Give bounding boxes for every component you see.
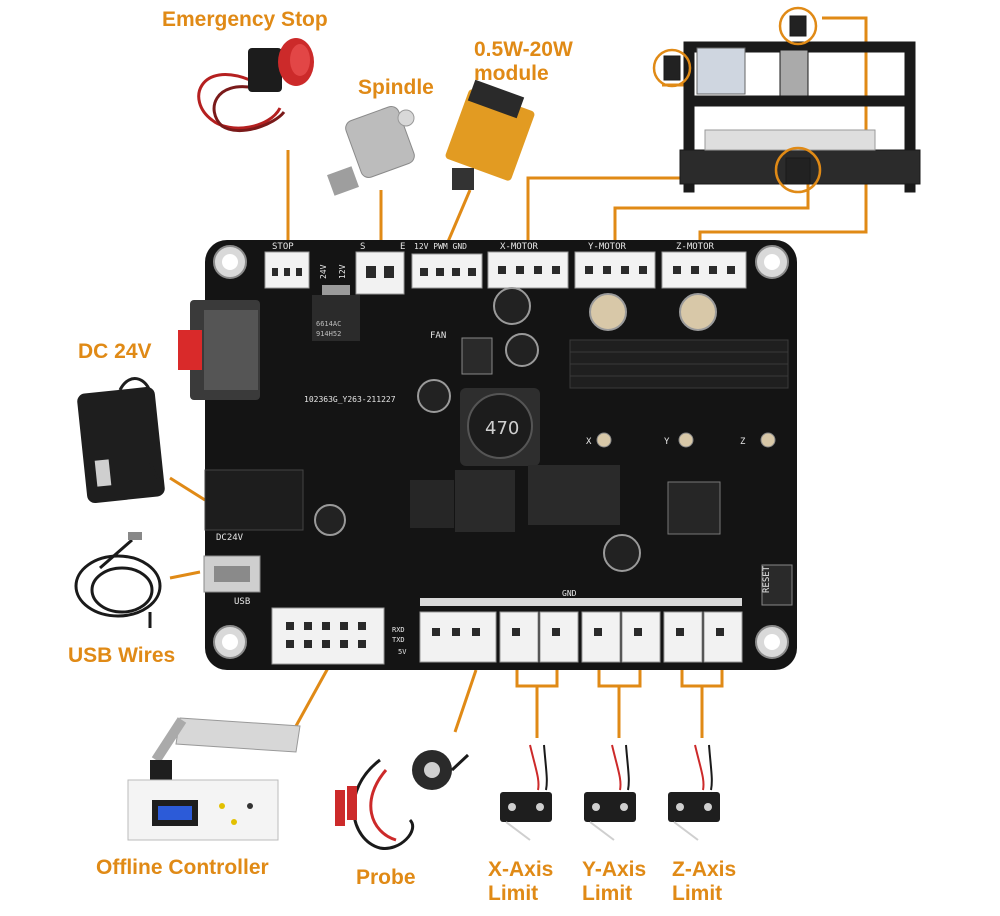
leader-usb	[169, 570, 201, 580]
silk-spindle-e: E	[400, 242, 405, 252]
offline-controller-image	[127, 717, 301, 841]
y-limit-connector-2	[621, 611, 661, 663]
x-limit-switch-image	[500, 744, 552, 841]
silk-x: X	[586, 437, 592, 447]
silk-5v: 5V	[398, 648, 407, 656]
leader-offline	[294, 667, 330, 727]
silk-reset: RESET	[762, 565, 772, 593]
spindle-image	[327, 105, 415, 196]
label-x-limit-line1: X-Axis	[488, 858, 554, 881]
label-laser-module: 0.5W-20W module	[474, 38, 573, 86]
emergency-stop-image	[197, 38, 314, 132]
leader-probe	[453, 669, 478, 733]
x-limit-connector-1	[499, 611, 539, 663]
offline-controller-header	[271, 607, 385, 665]
label-y-limit-line2: Limit	[582, 882, 633, 906]
dc-jack	[204, 469, 304, 531]
label-z-limit-line2: Limit	[672, 882, 723, 906]
mosfet	[410, 480, 454, 528]
spindle-connector	[355, 251, 405, 295]
label-laser-module-line1: 0.5W-20W	[474, 38, 573, 61]
silk-usb: USB	[234, 597, 250, 607]
z-limit-connector-2	[703, 611, 743, 663]
label-y-limit-line1: Y-Axis	[582, 858, 647, 881]
leader-z-limit	[680, 668, 724, 738]
label-x-limit-line2: Limit	[488, 882, 539, 906]
leader-dc24v	[169, 476, 206, 502]
silk-laser-header: 12V PWM GND	[414, 242, 467, 251]
usb-cable-image	[74, 532, 162, 628]
mcu	[667, 481, 721, 535]
silk-chip-a: 6614AC	[316, 320, 341, 328]
silk-chip-b: 914H52	[316, 330, 341, 338]
silk-spindle-s: S	[360, 242, 365, 252]
leader-lines	[169, 16, 868, 738]
silk-rxd: RXD	[392, 626, 405, 634]
reset-button	[761, 564, 793, 606]
silk-gnd: GND	[562, 589, 577, 598]
leader-laser	[445, 189, 472, 245]
leader-x-motor	[526, 83, 690, 242]
label-usb-wires: USB Wires	[68, 644, 176, 667]
silk-inductor: 470	[485, 418, 519, 439]
y-limit-switch-image	[584, 744, 636, 841]
label-offline-controller: Offline Controller	[96, 856, 269, 879]
silk-dc24v: DC24V	[216, 533, 244, 543]
label-x-limit: X-Axis Limit	[488, 858, 553, 906]
silk-x-motor: X-MOTOR	[500, 242, 539, 252]
leader-y-motor	[613, 178, 810, 242]
z-limit-connector-1	[663, 611, 703, 663]
silk-24v: 24V	[319, 264, 328, 279]
silk-board-id: 102363G_Y263-211227	[304, 395, 396, 404]
controller-board: STOP S E 12V PWM GND X-MOTOR Y-MOTOR Z-M…	[178, 240, 797, 670]
driver-pots	[596, 432, 776, 448]
silk-z-motor: Z-MOTOR	[676, 242, 715, 252]
fan-connector	[461, 337, 493, 375]
laser-module-image	[445, 79, 535, 190]
silk-fan: FAN	[430, 331, 446, 341]
label-emergency-stop: Emergency Stop	[162, 8, 328, 31]
probe-image	[335, 750, 470, 850]
regulator	[312, 295, 360, 341]
label-probe: Probe	[356, 866, 416, 889]
label-z-limit: Z-Axis Limit	[672, 858, 736, 906]
bottom-connectors	[271, 607, 743, 665]
cnc-machine-image	[652, 6, 921, 194]
silk-y: Y	[664, 437, 670, 447]
leader-z-motor	[698, 16, 868, 242]
label-spindle: Spindle	[358, 76, 434, 99]
x-limit-connector-2	[539, 611, 579, 663]
capacitors	[314, 287, 717, 572]
leader-x-limit	[515, 668, 559, 738]
silk-z: Z	[740, 437, 746, 447]
z-limit-switch-image	[668, 744, 720, 841]
silk-12v: 12V	[338, 264, 347, 279]
label-laser-module-line2: module	[474, 62, 549, 86]
label-z-limit-line1: Z-Axis	[672, 858, 737, 881]
leader-y-limit	[597, 668, 642, 738]
silk-txd: TXD	[392, 636, 405, 644]
power-adapter-image	[77, 377, 165, 503]
label-y-limit: Y-Axis Limit	[582, 858, 646, 906]
probe-connector	[419, 611, 497, 663]
silk-y-motor: Y-MOTOR	[588, 242, 627, 252]
silk-stop: STOP	[272, 242, 294, 252]
y-limit-connector-1	[581, 611, 621, 663]
label-dc-24v: DC 24V	[78, 340, 152, 363]
heat-sink	[569, 339, 789, 389]
